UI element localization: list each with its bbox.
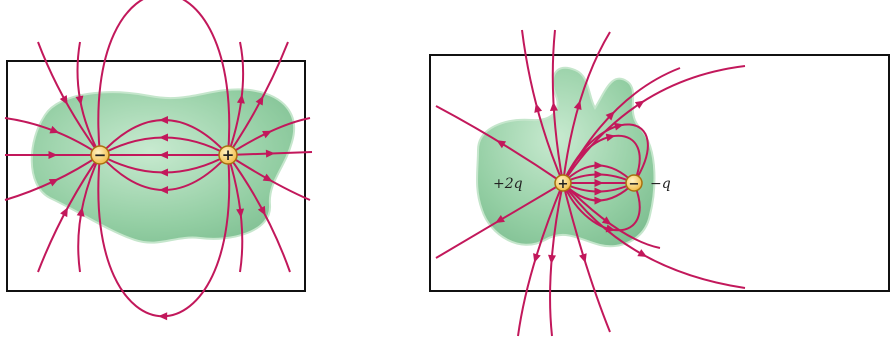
arrowhead (159, 151, 168, 159)
positive-charge-label: +2q (493, 176, 523, 192)
arrowhead (59, 95, 68, 105)
arrowhead (49, 125, 60, 134)
arrowhead (76, 207, 85, 217)
arrowhead (605, 224, 616, 233)
arrowhead (236, 208, 245, 218)
arrowhead (75, 95, 84, 106)
left-enclosure-box (6, 60, 306, 292)
arrowhead (262, 130, 272, 139)
arrowhead (549, 101, 558, 111)
field-line (549, 182, 564, 337)
arrowhead (48, 178, 59, 187)
arrowhead (159, 186, 169, 195)
arrowhead (262, 173, 273, 182)
arrowhead (579, 253, 587, 264)
field-line (562, 182, 661, 249)
right-panel: + − +2q −q (429, 29, 890, 337)
right-negative-charge: − (625, 174, 643, 192)
field-line (562, 31, 611, 184)
arrowhead (159, 115, 169, 124)
arrowhead (159, 168, 169, 177)
arrowhead (158, 312, 168, 321)
arrowhead (533, 253, 541, 263)
negative-charge-label: −q (650, 176, 671, 192)
arrowhead (495, 214, 505, 223)
arrowhead (534, 103, 543, 113)
arrowhead (548, 254, 557, 265)
right-enclosure-box (429, 54, 890, 292)
left-arrowheads (48, 94, 275, 321)
positive-sign: + (222, 146, 235, 164)
left-panel: − + (4, 0, 313, 321)
arrowhead (60, 207, 68, 218)
field-line (227, 41, 245, 156)
left-positive-charge: + (218, 145, 238, 165)
positive-sign: + (558, 177, 569, 192)
arrowhead (265, 149, 275, 158)
arrowhead (601, 216, 612, 225)
field-line (227, 117, 311, 156)
right-gaussian-surface (476, 66, 656, 248)
arrowhead (573, 100, 582, 111)
arrowhead (594, 179, 604, 187)
negative-sign: − (94, 146, 107, 164)
arrowhead (255, 95, 264, 106)
arrowhead (594, 187, 604, 196)
field-line (562, 182, 611, 333)
right-positive-charge: + (554, 174, 572, 192)
arrowhead (634, 100, 645, 109)
arrowhead (637, 249, 648, 258)
field-line (97, 0, 231, 156)
field-line (562, 67, 681, 184)
arrowhead (496, 140, 507, 149)
arrowhead (605, 111, 615, 121)
right-arrowheads (495, 100, 648, 265)
arrowhead (605, 133, 616, 142)
arrowhead (159, 133, 169, 142)
right-field-lines (435, 29, 746, 337)
arrowhead (614, 122, 624, 131)
arrowhead (594, 196, 604, 205)
negative-sign: − (629, 177, 640, 192)
arrowhead (594, 170, 604, 179)
arrowhead (48, 151, 58, 159)
field-line (517, 182, 564, 337)
left-negative-charge: − (90, 145, 110, 165)
arrowhead (594, 161, 604, 170)
arrowhead (257, 205, 266, 216)
arrowhead (236, 94, 245, 104)
